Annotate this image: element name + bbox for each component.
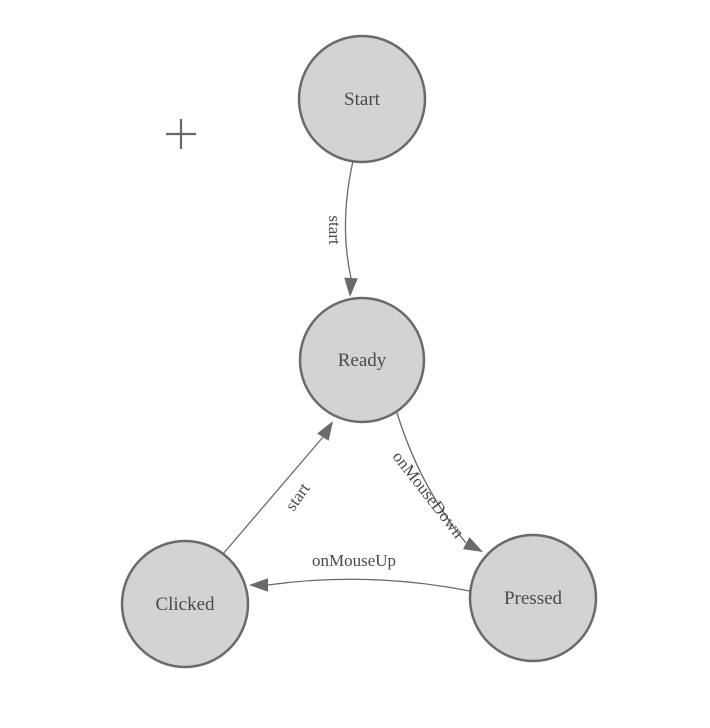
node-ready[interactable] <box>298 296 426 424</box>
arrowhead-pressed-to-clicked <box>249 578 268 592</box>
crosshair-cursor-icon <box>166 119 196 149</box>
arrowhead-start-to-ready <box>344 277 358 297</box>
edge-ready-to-pressed[interactable] <box>396 412 467 544</box>
arrowhead-clicked-to-ready <box>317 421 333 441</box>
edge-label-pressed-to-clicked: onMouseUp <box>312 551 396 570</box>
node-pressed[interactable] <box>468 533 598 663</box>
edge-label-ready-to-pressed: onMouseDown <box>389 447 469 542</box>
edge-label-start-to-ready: start <box>325 215 344 245</box>
node-clicked[interactable] <box>120 539 250 669</box>
arrowhead-ready-to-pressed <box>463 537 483 552</box>
edge-pressed-to-clicked[interactable] <box>267 578 471 592</box>
edge-clicked-to-ready[interactable] <box>222 436 324 555</box>
edge-start-to-ready[interactable] <box>344 160 354 279</box>
cursor-layer <box>166 119 196 149</box>
edge-label-clicked-to-ready: start <box>281 479 314 514</box>
node-start[interactable] <box>297 34 427 164</box>
